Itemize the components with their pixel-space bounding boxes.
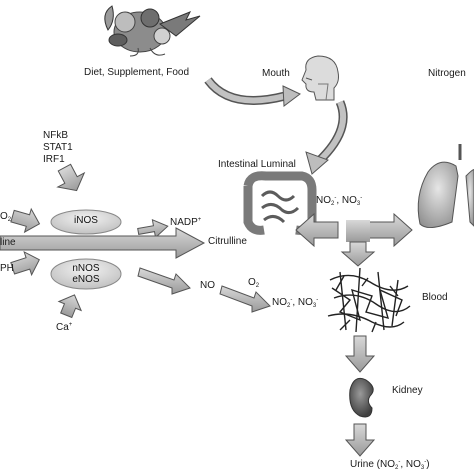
nadph-label: PH [0,263,14,274]
stat1-label: STAT1 [43,142,73,153]
head-icon [301,55,339,101]
arrow-ph-left [10,250,40,277]
urine-label: Urine (NO2-, NO3-) [350,459,430,471]
mouth-label: Mouth [262,68,290,79]
lungs-icon [417,144,474,228]
arrow-nfkb-to-inos [56,163,86,192]
arrow-mouth-to-intestine [305,100,348,175]
inos-label: iNOS [74,215,98,226]
diet-label: Diet, Supplement, Food [84,67,190,78]
intestine-icon [243,171,317,235]
gut-nitrate-nitrite-label: NO2-, NO3- [316,195,363,207]
arrow-pill-to-no [137,267,191,295]
nnos-enos-pill [50,258,122,290]
ca-label: Ca+ [56,322,73,333]
arrow-kidney-to-urine [344,423,376,457]
arrow-food-to-mouth [204,77,301,107]
arrow-inos-to-nadp [137,218,169,239]
cross-arrow [295,212,413,267]
nitrogen-label: Nitrogen [428,68,466,79]
kidney-label: Kidney [392,385,423,396]
nadp-label: NADP+ [170,217,202,228]
nfkb-label: NFkB [43,130,68,141]
intestinal-luminal-label: Intestinal Luminal [218,159,296,170]
nitrite-nitrate-label: NO2-, NO3- [272,297,319,309]
blood-label: Blood [422,292,448,303]
inos-pill [50,209,122,235]
irf1-label: IRF1 [43,154,65,165]
arrow-main-to-citrulline [0,227,206,259]
no-label: NO [200,280,215,291]
o2-mid-label: O2 [248,277,260,290]
food-basket-icon [104,5,201,57]
kidney-icon [349,377,374,418]
blood-vessel-icon [327,267,411,333]
citrulline-label: Citrulline [208,236,247,247]
arrow-no-to-nox [219,285,271,313]
arrow-o2-left [10,207,41,234]
arrow-ca-to-pill [57,294,83,319]
o2-left-label: O2 [0,211,12,224]
arginine-label: line [0,237,16,248]
arrow-blood-to-kidney [344,335,376,373]
